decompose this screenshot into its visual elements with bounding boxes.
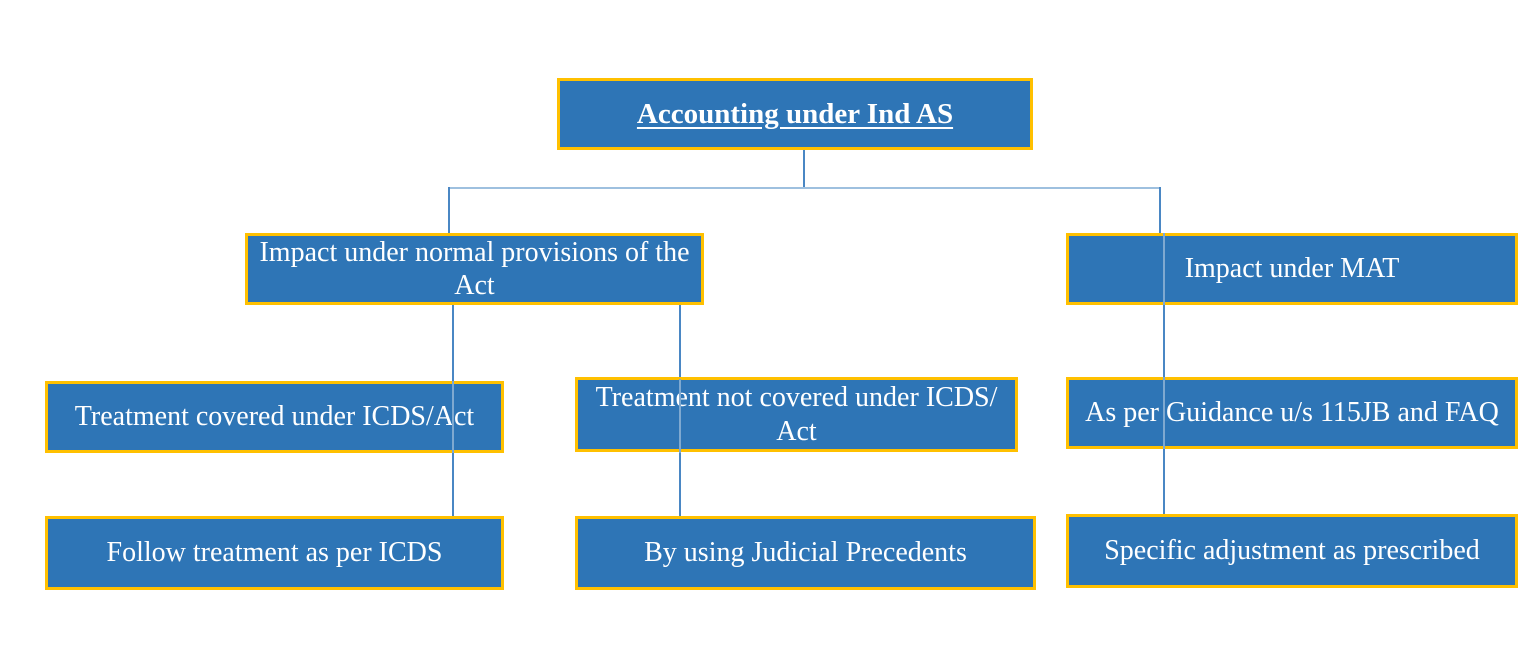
node-follow-treatment-as-per-icds[interactable]: Follow treatment as per ICDS: [45, 516, 504, 590]
node-by-using-judicial-precedents[interactable]: By using Judicial Precedents: [575, 516, 1036, 590]
connector-normal-to-covered: [452, 303, 454, 381]
connector-through-mat: [1163, 233, 1165, 305]
node-label: Treatment covered under ICDS/Act: [74, 401, 475, 433]
node-label: Treatment not covered under ICDS/ Act: [595, 382, 998, 447]
connector-mat-to-guidance: [1163, 305, 1165, 377]
connector-not-covered-to-judicial: [679, 452, 681, 516]
node-label: Accounting under Ind AS: [636, 97, 954, 130]
connector-guidance-to-specific: [1163, 449, 1165, 514]
node-label: Specific adjustment as prescribed: [1104, 535, 1480, 567]
connector-through-guidance: [1163, 377, 1165, 449]
node-treatment-not-covered-under-icds-act[interactable]: Treatment not covered under ICDS/ Act: [575, 377, 1018, 452]
node-as-per-guidance-115jb-faq[interactable]: As per Guidance u/s 115JB and FAQ: [1066, 377, 1518, 449]
connector-covered-to-follow-icds: [452, 452, 454, 516]
connector-through-covered: [452, 381, 454, 453]
node-specific-adjustment-as-prescribed[interactable]: Specific adjustment as prescribed: [1066, 514, 1518, 588]
node-label: As per Guidance u/s 115JB and FAQ: [1085, 397, 1499, 429]
node-accounting-under-ind-as[interactable]: Accounting under Ind AS: [557, 78, 1033, 150]
node-label: Impact under MAT: [1184, 253, 1400, 285]
connector-root-branch-bar: [448, 187, 1160, 189]
node-impact-under-normal-provisions[interactable]: Impact under normal provisions of the Ac…: [245, 233, 704, 305]
connector-through-not-covered: [679, 379, 681, 453]
connector-normal-to-not-covered: [679, 303, 681, 379]
node-label: Impact under normal provisions of the Ac…: [259, 236, 690, 301]
node-treatment-covered-under-icds-act[interactable]: Treatment covered under ICDS/Act: [45, 381, 504, 453]
node-label: Follow treatment as per ICDS: [106, 537, 443, 569]
connector-root-stem: [803, 150, 805, 188]
node-impact-under-mat[interactable]: Impact under MAT: [1066, 233, 1518, 305]
connector-branch-left-drop: [448, 187, 450, 235]
connector-branch-right-drop: [1159, 187, 1161, 235]
node-label: By using Judicial Precedents: [644, 537, 967, 569]
